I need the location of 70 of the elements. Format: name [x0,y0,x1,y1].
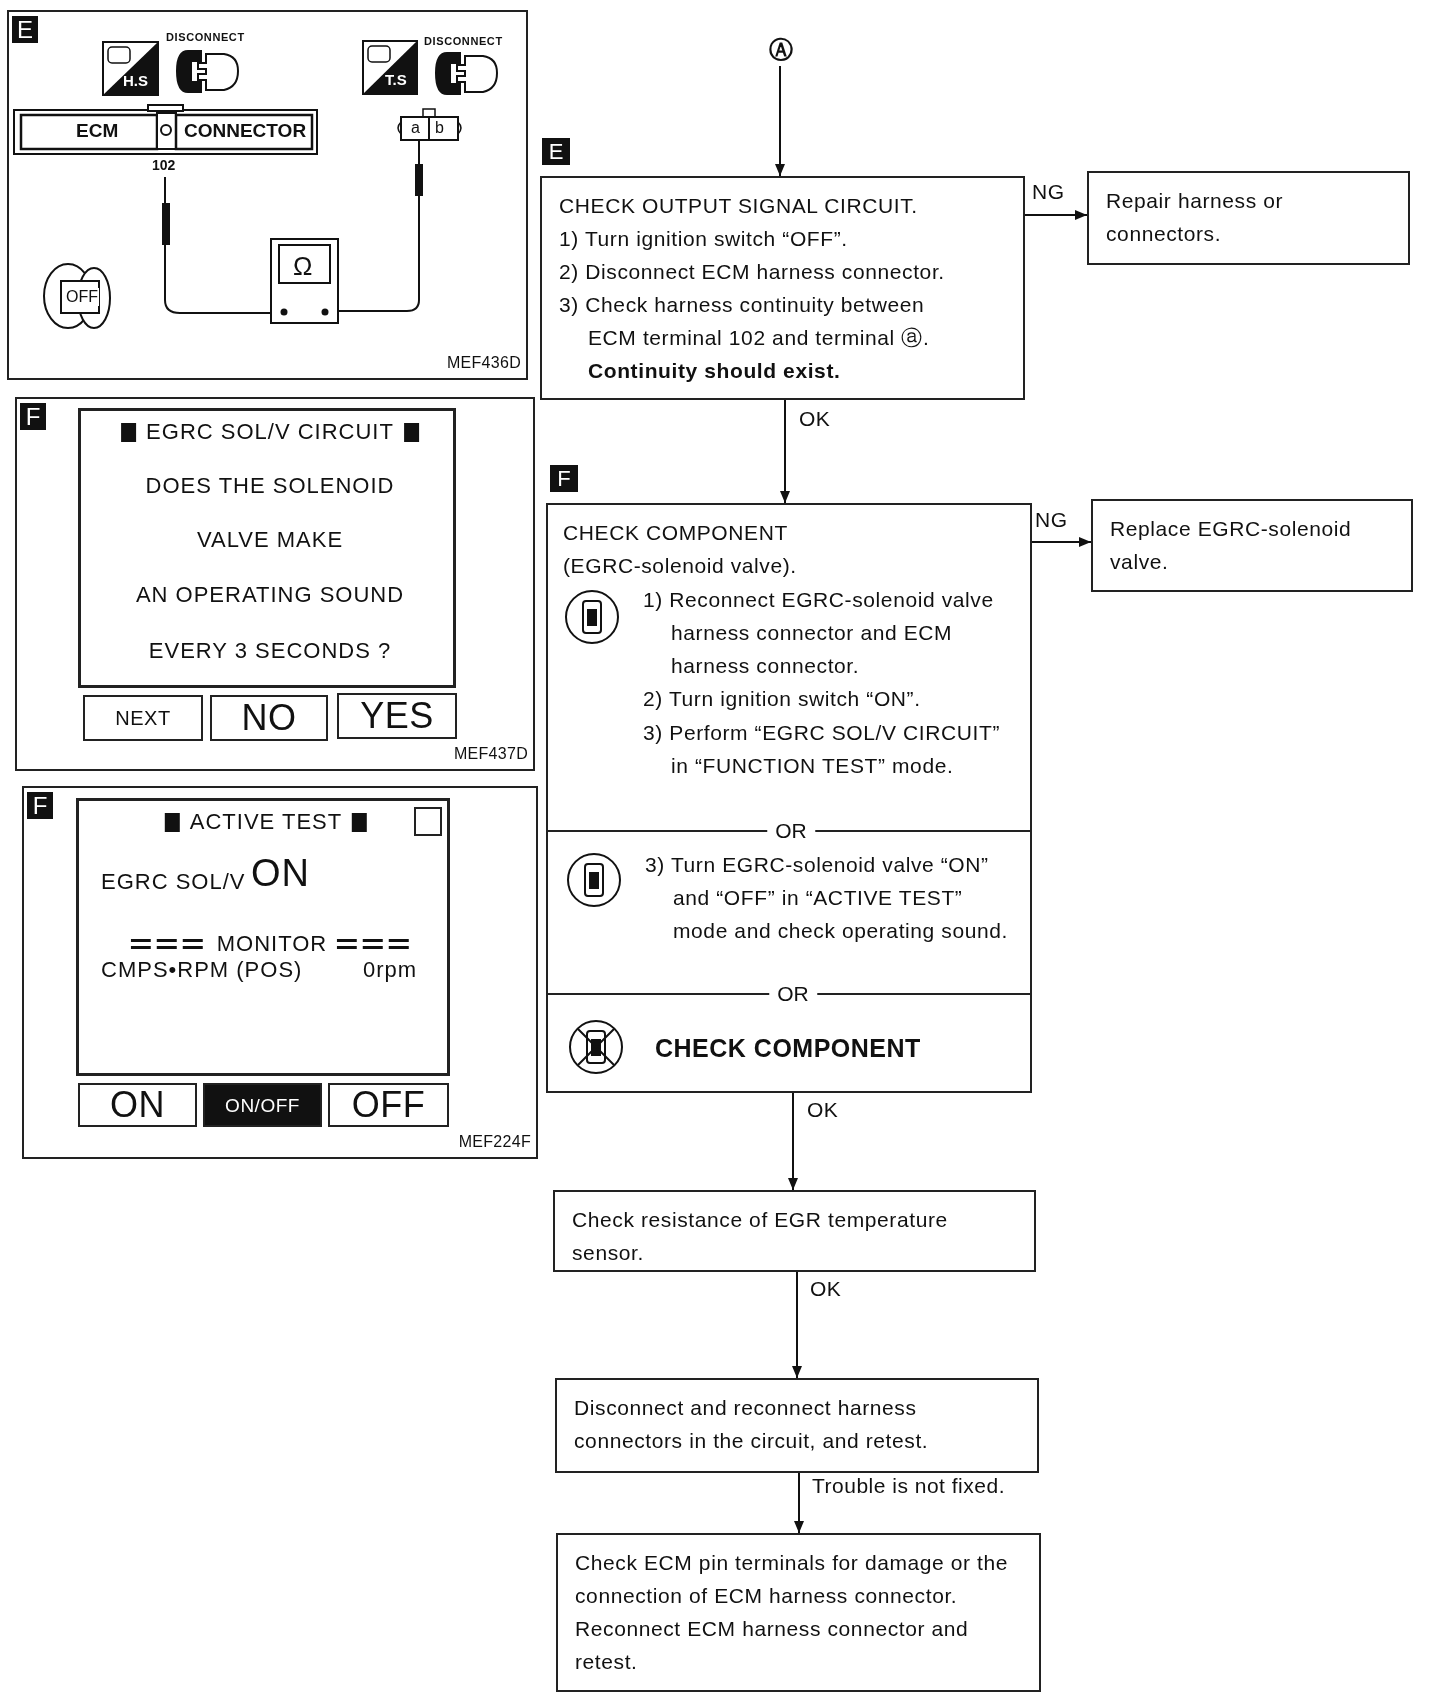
screen-text: EGRC SOL/V [101,869,246,896]
screen-button: NO [210,695,328,741]
terminal-label: a [411,119,420,137]
connector-label: ECM [76,120,119,142]
screen-text: MONITOR [216,931,328,957]
note-text: Continuity should exist. [587,358,842,384]
icon-label: H.S [123,72,148,89]
step-text: Check ECM pin terminals for damage or the connection of ECM harness connector. Reconnect ECM harness connector and retest. [575,1550,1010,1675]
figure-panel [7,10,528,380]
screen-text: DOES THE SOLENOID [145,473,395,500]
arrow [792,1271,802,1379]
section-letter: E [542,138,570,165]
tester-screen [76,798,450,1076]
screen-button: ON/OFF [203,1083,322,1127]
screen-button: NEXT [83,695,203,741]
screen-text: CMPS•RPM (POS) [101,957,303,984]
step-text: Disconnect and reconnect harness connectors in the circuit, and retest. [574,1395,930,1454]
step-heading: CHECK COMPONENT [655,1034,921,1063]
step-text: 2) Disconnect ECM harness connector. [559,259,946,285]
connector-symbol: Ⓐ [769,35,793,66]
screen-button: YES [337,693,457,739]
panel-letter: F [20,403,46,430]
figure-code: MEF436D [446,354,521,372]
panel-letter: F [27,792,53,819]
disconnect-label: DISCONNECT [424,35,503,47]
status-value: ON [251,851,310,896]
tester-screen [78,408,456,688]
arrow [1031,537,1092,547]
arrow [788,1092,798,1191]
process-box [556,1533,1041,1692]
step-text: Replace EGRC-solenoid valve. [1110,516,1353,575]
screen-title: ACTIVE TEST [189,809,343,835]
panel-letter: E [12,16,38,43]
key-label: OFF [65,288,99,306]
screen-text: 0rpm [363,957,418,984]
step-text: 1) Reconnect EGRC-solenoid valve harness connector and ECM harness connector. [643,587,995,679]
step-text: 3) Perform “EGRC SOL/V CIRCUIT” in “FUNCTION TEST” mode. [643,720,1001,779]
figure-code: MEF224F [458,1133,531,1151]
ohm-symbol: Ω [293,251,313,282]
step-text: Repair harness or connectors. [1106,188,1285,247]
step-text: 3) Turn EGRC-solenoid valve “ON” and “OFF” in “ACTIVE TEST” mode and check operating sound. [645,852,1009,944]
connector-label: CONNECTOR [184,120,307,142]
screen-text: AN OPERATING SOUND [135,582,405,609]
arrow [775,65,785,177]
section-letter: F [550,465,578,492]
figure-panel [22,786,538,1159]
terminal-number: 102 [152,157,176,173]
process-box [555,1378,1039,1473]
disconnect-label: DISCONNECT [166,31,245,43]
step-text: CHECK OUTPUT SIGNAL CIRCUIT. [559,193,919,219]
process-box [1087,171,1410,265]
terminal-label: b [435,119,444,137]
process-box [1091,499,1413,592]
figure-code: MEF437D [453,745,528,763]
screen-button: ON [78,1083,197,1127]
screen-button: OFF [328,1083,449,1127]
arrow [794,1472,804,1534]
screen-text: VALVE MAKE [196,527,344,554]
icon-label: T.S [385,71,407,88]
step-text: 1) Turn ignition switch “OFF”. [559,226,849,252]
step-text: Check resistance of EGR temperature sensor. [572,1207,949,1266]
screen-text: EVERY 3 SECONDS ? [148,638,392,665]
arrow [1024,210,1088,220]
step-heading: CHECK COMPONENT (EGRC-solenoid valve). [563,520,798,579]
step-text: 2) Turn ignition switch “ON”. [643,686,922,712]
figure-panel [15,397,535,771]
process-box [553,1190,1036,1272]
step-text: 3) Check harness continuity between ECM terminal 102 and terminal ⓐ. [559,292,931,351]
arrow [780,399,790,504]
screen-title: EGRC SOL/V CIRCUIT [146,419,394,445]
